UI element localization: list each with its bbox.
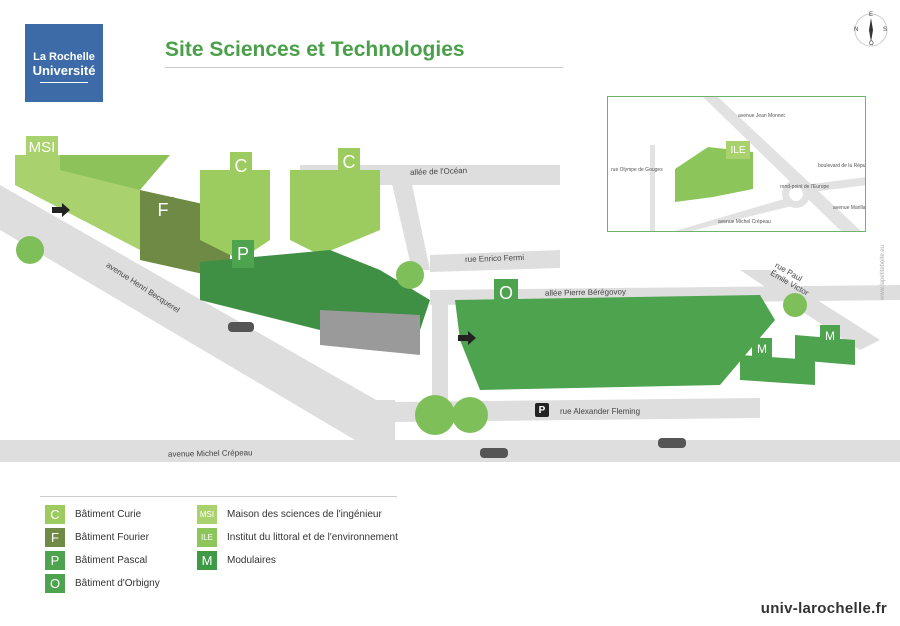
credit-text: www.lapetiteboite.eu (880, 244, 886, 300)
inset-street-crepeau: avenue Michel Crépeau (718, 219, 771, 225)
label-ile[interactable]: ILE (726, 141, 750, 159)
inset-street-monnet: avenue Jean Monnet (738, 113, 785, 119)
legend-swatch: M (197, 551, 217, 570)
legend-item-curie: C Bâtiment Curie (45, 505, 141, 524)
building-pascal (200, 250, 430, 330)
inset-street-marillac: avenue Marillac (833, 205, 866, 211)
building-mod-1 (740, 355, 815, 385)
legend-divider (40, 496, 397, 497)
building-curie-1 (200, 170, 270, 260)
label-msi[interactable]: MSI (26, 136, 58, 158)
website-link[interactable]: univ-larochelle.fr (760, 600, 887, 617)
compass-icon: E N S O (852, 12, 890, 48)
inset-street-gouges: rue Olympe de Gouges (611, 167, 663, 173)
parking-icon: P (535, 403, 549, 417)
compass-e: E (869, 12, 874, 18)
legend-item-pascal: P Bâtiment Pascal (45, 551, 147, 570)
legend-item-fourier: F Bâtiment Fourier (45, 528, 149, 547)
label-modulaire-2[interactable]: M (820, 325, 840, 347)
legend-label: Bâtiment Fourier (75, 532, 149, 543)
inset-map-ile: ILE avenue Jean Monnet rue Olympe de Gou… (607, 96, 866, 232)
legend-swatch: O (45, 574, 65, 593)
street-beregovoy: allée Pierre Bérégovoy (544, 287, 627, 298)
label-curie-2[interactable]: C (338, 148, 360, 176)
street-crepeau: avenue Michel Crépeau (167, 448, 253, 459)
entrance-arrows (52, 203, 476, 345)
legend-swatch: MSI (197, 505, 217, 524)
legend-item-modulaires: M Modulaires (197, 551, 276, 570)
label-orbigny[interactable]: O (494, 279, 518, 307)
legend-label: Maison des sciences de l'ingénieur (227, 509, 382, 520)
legend-item-ile: ILE Institut du littoral et de l'environn… (197, 528, 398, 547)
road-fermi (430, 250, 560, 272)
logo-line2: Université (32, 63, 96, 78)
logo-line1: La Rochelle (33, 51, 95, 63)
building-orbigny (455, 295, 775, 390)
label-curie-1[interactable]: C (230, 152, 252, 180)
legend-swatch: ILE (197, 528, 217, 547)
trees (16, 236, 807, 435)
legend-swatch: C (45, 505, 65, 524)
road-crepeau (0, 440, 900, 462)
page-title: Site Sciences et Technologies (165, 38, 465, 61)
legend-label: Bâtiment Pascal (75, 555, 148, 566)
compass-o: O (869, 41, 874, 47)
legend-label: Bâtiment Curie (75, 509, 142, 520)
building-curie-2 (290, 170, 380, 255)
building-ile (675, 147, 753, 202)
compass-n: N (854, 27, 859, 33)
compass-s: S (883, 27, 888, 33)
legend-item-orbigny: O Bâtiment d'Orbigny (45, 574, 160, 593)
label-pascal[interactable]: P (232, 240, 254, 268)
label-modulaire-1[interactable]: M (752, 338, 772, 360)
university-logo[interactable]: La Rochelle Université (25, 24, 103, 102)
building-mod-2 (795, 335, 855, 365)
buildings (15, 155, 855, 390)
title-divider (165, 67, 563, 68)
cars (228, 322, 686, 458)
roads (0, 165, 900, 462)
inset-street-republique: boulevard de la République (818, 163, 866, 169)
legend-label: Modulaires (227, 555, 276, 566)
inset-rond-point: rond-point de l'Europe (780, 184, 830, 190)
legend-item-msi: MSI Maison des sciences de l'ingénieur (197, 505, 382, 524)
street-fleming: rue Alexander Fleming (560, 407, 641, 416)
legend-swatch: P (45, 551, 65, 570)
label-fourier[interactable]: F (152, 197, 174, 223)
legend-label: Institut du littoral et de l'environneme… (227, 532, 398, 543)
legend-label: Bâtiment d'Orbigny (75, 578, 160, 589)
legend-swatch: F (45, 528, 65, 547)
